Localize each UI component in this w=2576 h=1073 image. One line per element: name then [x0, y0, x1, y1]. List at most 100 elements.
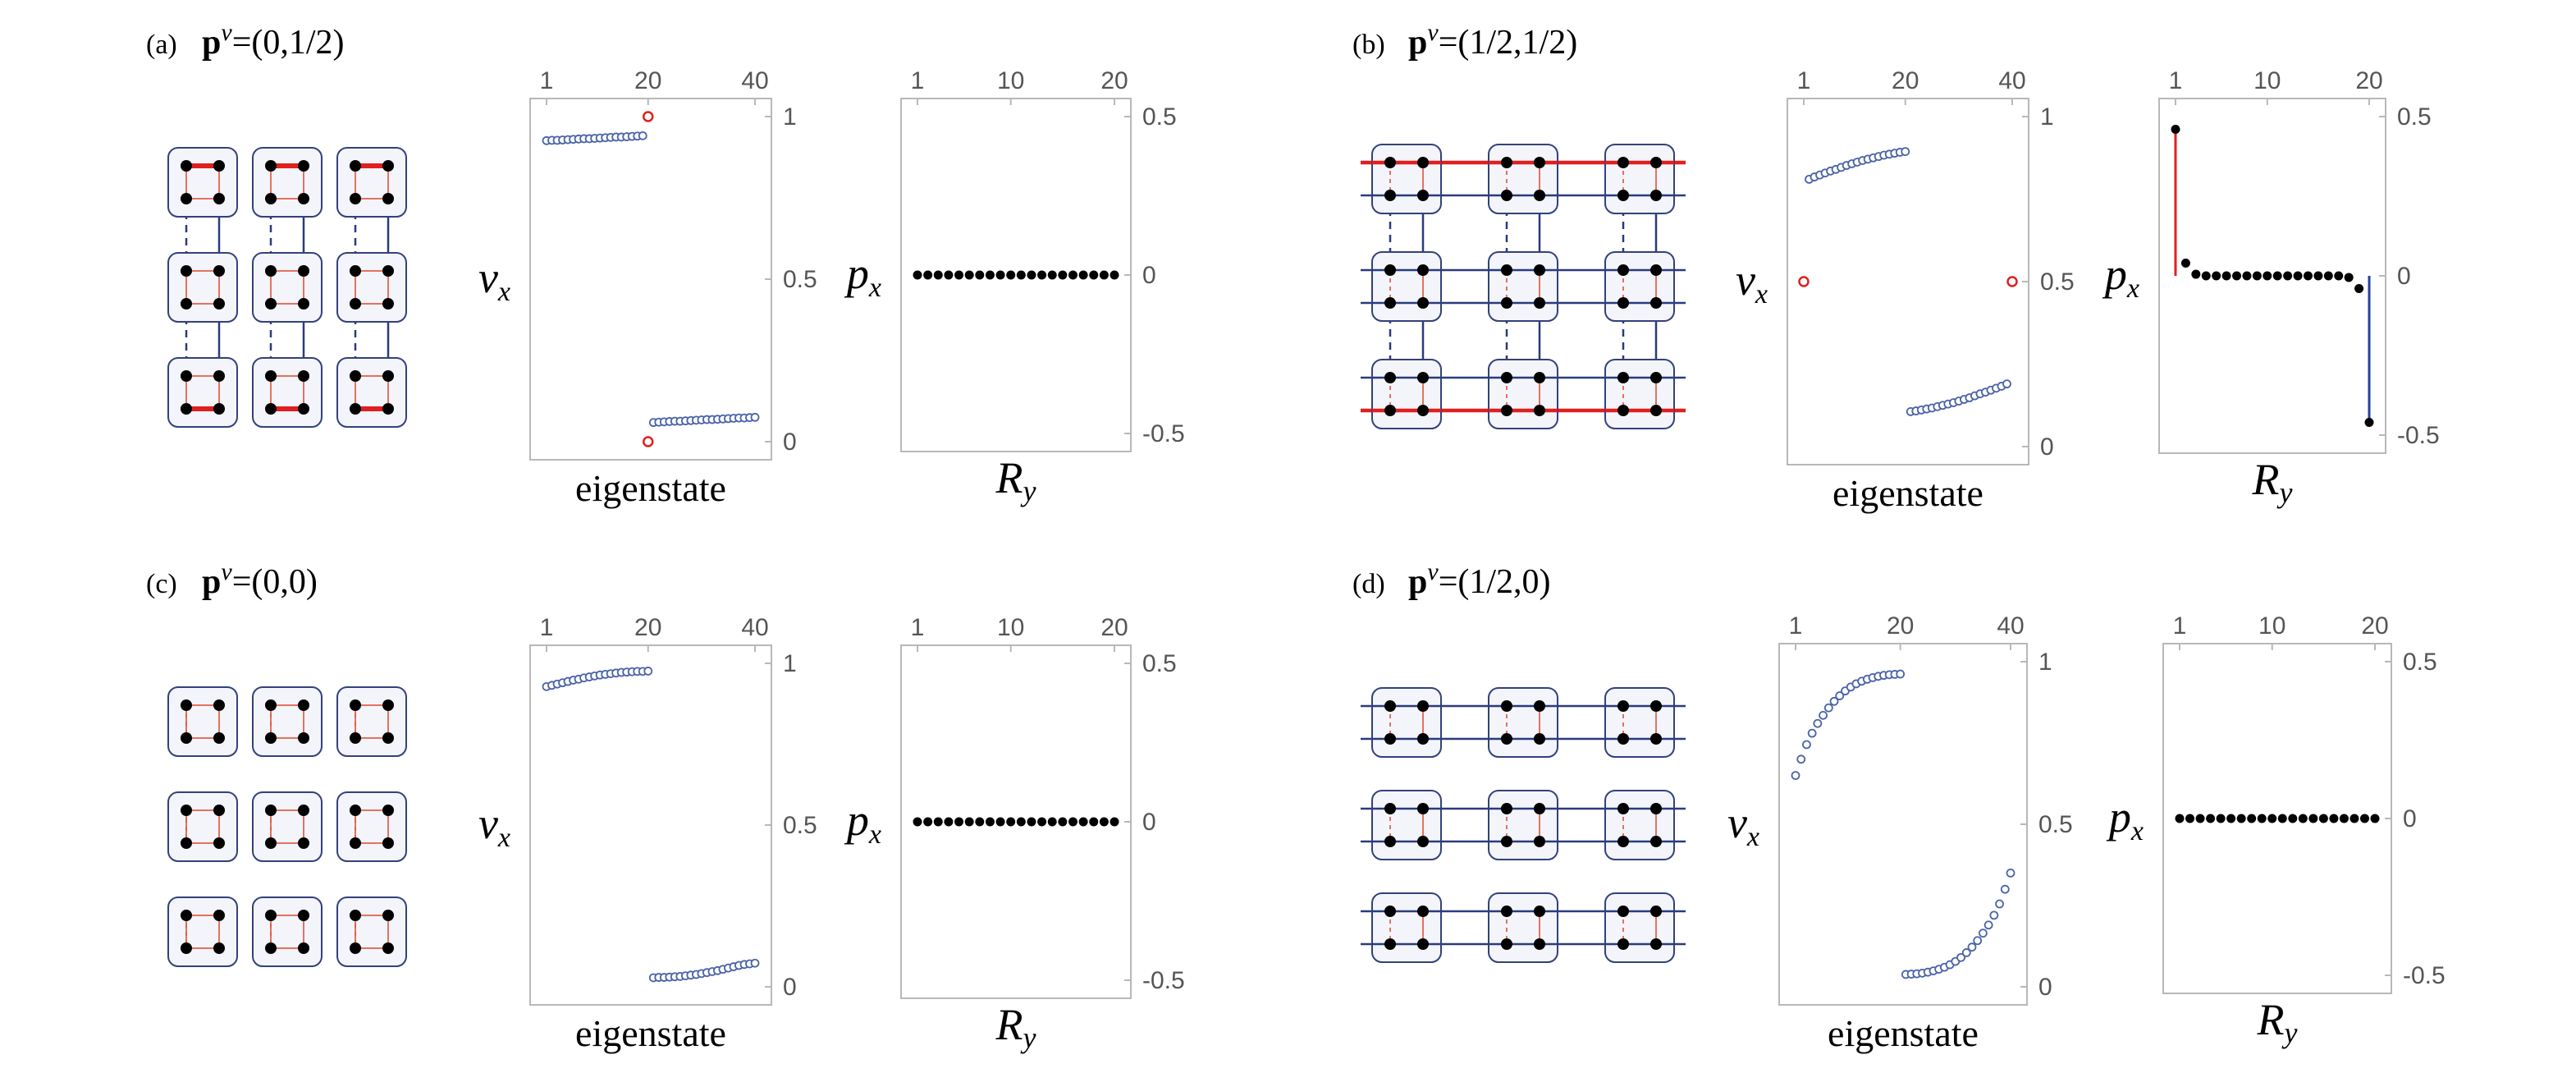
- lattice-site: [265, 160, 277, 172]
- data-point: [1973, 936, 1983, 946]
- lattice-site: [265, 732, 277, 744]
- x-tick-label: 10: [997, 67, 1024, 94]
- y-tick-label: 0.5: [1142, 103, 1177, 131]
- data-point: [2006, 869, 2016, 878]
- lattice-site: [1501, 405, 1512, 416]
- lattice-site: [1501, 836, 1512, 847]
- lattice-site: [181, 265, 192, 277]
- data-point: [2267, 814, 2277, 823]
- lattice-site: [382, 403, 394, 415]
- x-tick-label: 40: [1997, 612, 2024, 640]
- lattice-site: [265, 699, 277, 711]
- x-tick-label: 20: [1100, 614, 1128, 641]
- x-axis-label: eigenstate: [1828, 1012, 1979, 1054]
- lattice-site: [265, 910, 277, 921]
- data-point: [2313, 271, 2323, 281]
- data-point: [2272, 271, 2282, 281]
- data-point: [1989, 910, 1999, 920]
- unit-cell: [1488, 790, 1558, 860]
- lattice-site: [298, 732, 309, 744]
- plot-frame: [529, 644, 772, 1006]
- y-axis-label-sub: x: [497, 277, 510, 307]
- x-axis-label: Ry: [995, 453, 1036, 507]
- lattice-diagram: [1361, 687, 1686, 963]
- data-point: [1813, 718, 1823, 728]
- data-point: [2232, 271, 2242, 281]
- x-axis-label: Ry: [995, 1000, 1036, 1054]
- lattice-site: [1534, 906, 1545, 917]
- lattice-site: [1650, 264, 1662, 276]
- lattice-site: [1534, 700, 1545, 712]
- lattice-site: [350, 265, 361, 277]
- data-point: [2334, 271, 2344, 281]
- lattice-site: [1617, 264, 1629, 276]
- lattice-site: [1417, 405, 1429, 416]
- y-axis-label-main: p: [2106, 792, 2131, 841]
- data-point: [1901, 147, 1910, 157]
- unit-cell: [1488, 359, 1558, 429]
- lattice-site: [1534, 190, 1545, 201]
- unit-cell: [336, 686, 407, 757]
- lattice-site: [213, 298, 225, 310]
- x-tick-label: 20: [634, 67, 661, 94]
- y-tick-label: 0.5: [2397, 103, 2432, 131]
- data-point: [975, 817, 985, 827]
- lattice-site: [213, 193, 225, 204]
- data-point: [1016, 817, 1026, 827]
- lattice-site: [350, 193, 361, 204]
- data-point: [1967, 942, 1977, 952]
- x-axis-label-sub: y: [2277, 476, 2293, 509]
- unit-cell: [252, 686, 323, 757]
- x-axis-label: Ry: [2257, 995, 2298, 1049]
- lattice-site: [1384, 733, 1396, 745]
- data-point: [2002, 379, 2011, 389]
- data-point: [995, 817, 1005, 827]
- data-point: [2339, 814, 2349, 823]
- lattice-site: [1384, 297, 1396, 309]
- unit-cell: [1488, 687, 1558, 758]
- y-axis-label-main: p: [2102, 250, 2127, 299]
- y-tick-label: 0.5: [783, 266, 817, 293]
- lattice-site: [350, 699, 361, 711]
- lattice-site: [298, 805, 309, 816]
- unit-cell: [252, 896, 323, 967]
- data-point: [2350, 814, 2359, 823]
- title-superscript: v: [1427, 19, 1439, 46]
- x-tick-label: 1: [911, 614, 925, 641]
- panel-label: (d): [1352, 569, 1385, 599]
- data-point-red: [1798, 276, 1810, 287]
- lattice-site: [1617, 700, 1629, 712]
- lattice-site: [1417, 190, 1429, 201]
- x-tick-label: 20: [634, 614, 661, 641]
- data-point: [750, 412, 760, 422]
- y-tick-label: -0.5: [1142, 420, 1185, 447]
- data-point: [1956, 952, 1965, 962]
- lattice-site: [265, 805, 277, 816]
- data-point: [1006, 817, 1016, 827]
- lattice-site: [1501, 264, 1512, 276]
- plot-frame: [1778, 643, 2028, 1006]
- lattice-site: [298, 160, 309, 172]
- unit-cell: [167, 357, 238, 428]
- lattice-site: [1617, 405, 1629, 416]
- unit-cell: [1371, 144, 1442, 214]
- data-point: [2226, 814, 2236, 823]
- lattice-diagram: [167, 686, 407, 967]
- lattice-site: [181, 732, 192, 744]
- panel-label: (a): [146, 30, 177, 60]
- title-vector: p: [1408, 563, 1427, 601]
- data-point: [1961, 948, 1971, 957]
- data-point: [643, 667, 653, 676]
- y-axis-label-main: v: [478, 799, 498, 848]
- x-axis-label: Ry: [2252, 455, 2293, 509]
- lattice-site: [213, 837, 225, 849]
- data-point: [1983, 920, 1993, 930]
- lattice-site: [1617, 372, 1629, 383]
- x-tick-label: 1: [2169, 67, 2183, 94]
- y-tick-label: 0: [2040, 433, 2054, 461]
- x-axis-label: eigenstate: [575, 1012, 726, 1054]
- lattice-site: [213, 265, 225, 277]
- lattice-site: [213, 160, 225, 172]
